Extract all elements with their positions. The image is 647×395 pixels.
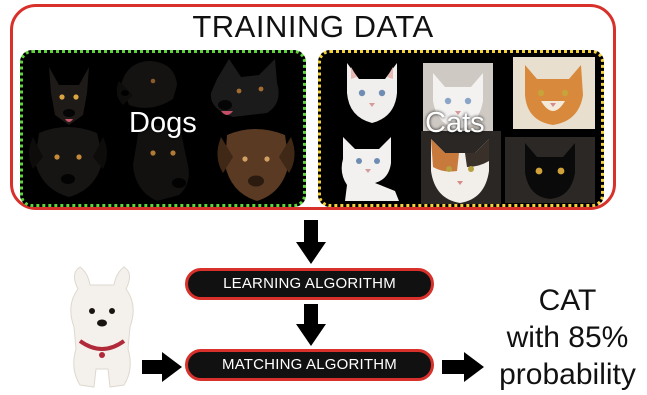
arrow-down-to-learning-icon (296, 220, 326, 264)
matching-algorithm-box: MATCHING ALGORITHM (185, 349, 434, 381)
arrow-down-to-matching-icon (296, 304, 326, 346)
dog-photo-4 (29, 127, 107, 197)
cat-photo-3 (513, 57, 595, 129)
cat-photo-2 (423, 63, 493, 133)
result-line-3: probability (499, 358, 636, 391)
cat-photo-5 (421, 131, 501, 204)
dogs-label: Dogs (129, 107, 197, 139)
cats-image-group: Cats (318, 50, 604, 207)
arrow-right-to-result-icon (442, 352, 484, 382)
training-data-title: TRAINING DATA (192, 9, 434, 44)
arrow-right-to-matching-icon (142, 352, 182, 382)
dog-photo-1 (49, 67, 89, 125)
cats-label: Cats (425, 107, 485, 139)
result-line-2: with 85% (506, 321, 629, 354)
input-dog-photo (70, 266, 134, 388)
dog-photo-2 (116, 61, 177, 108)
cat-photo-4 (341, 137, 399, 201)
result-text: CAT with 85% probability (488, 282, 647, 393)
learning-algorithm-box: LEARNING ALGORITHM (185, 268, 434, 300)
dog-photo-3 (210, 59, 279, 117)
dog-photo-5 (133, 125, 189, 201)
result-line-1: CAT (538, 284, 597, 317)
cat-photo-1 (347, 63, 397, 123)
dogs-image-group: Dogs (20, 50, 306, 207)
training-data-panel (10, 4, 616, 210)
cat-photo-6 (505, 137, 595, 203)
dog-photo-6 (217, 129, 295, 201)
